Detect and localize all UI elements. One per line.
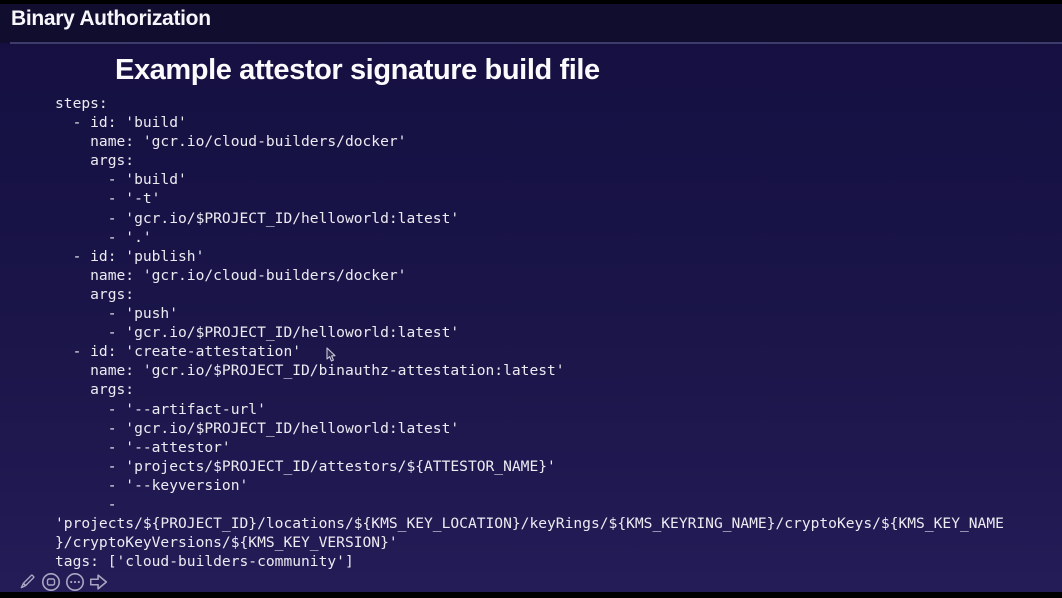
code-line: tags: ['cloud-builders-community'] bbox=[55, 553, 354, 571]
code-line: - '.' bbox=[55, 228, 152, 246]
code-block: steps: - id: 'build' name: 'gcr.io/cloud… bbox=[55, 94, 1004, 571]
code-line: name: 'gcr.io/$PROJECT_ID/binauthz-attes… bbox=[55, 362, 565, 380]
page-title: Binary Authorization bbox=[11, 7, 211, 30]
code-line: 'projects/${PROJECT_ID}/locations/${KMS_… bbox=[55, 515, 1004, 533]
code-line: args: bbox=[55, 152, 135, 170]
code-line: - 'gcr.io/$PROJECT_ID/helloworld:latest' bbox=[55, 419, 460, 437]
code-line: - id: 'build' bbox=[55, 114, 187, 132]
letterbox-bottom bbox=[0, 592, 1062, 598]
code-line: args: bbox=[55, 381, 135, 399]
code-line: - bbox=[55, 495, 117, 513]
code-line: - '--keyversion' bbox=[55, 476, 249, 494]
code-line: steps: bbox=[55, 95, 108, 112]
shape-tool-icon[interactable] bbox=[40, 571, 62, 593]
code-line: - 'gcr.io/$PROJECT_ID/helloworld:latest' bbox=[55, 324, 460, 342]
code-line: - id: 'publish' bbox=[55, 247, 205, 265]
slide-title: Example attestor signature build file bbox=[115, 54, 600, 86]
code-line: - 'build' bbox=[55, 171, 187, 189]
mouse-cursor-icon bbox=[326, 347, 336, 362]
code-line: - '-t' bbox=[55, 190, 161, 208]
next-arrow-icon[interactable] bbox=[88, 571, 110, 593]
more-options-icon[interactable] bbox=[64, 571, 86, 593]
code-line: - id: 'create-attestation' bbox=[55, 343, 302, 361]
code-line: args: bbox=[55, 285, 135, 303]
code-line: name: 'gcr.io/cloud-builders/docker' bbox=[55, 266, 407, 284]
header-band bbox=[0, 0, 1062, 43]
presenter-toolbar bbox=[0, 569, 110, 595]
code-line: - 'projects/$PROJECT_ID/attestors/${ATTE… bbox=[55, 457, 556, 475]
letterbox-top bbox=[0, 0, 1062, 4]
code-line: - '--attestor' bbox=[55, 438, 231, 456]
code-line: - '--artifact-url' bbox=[55, 400, 266, 418]
code-line: name: 'gcr.io/cloud-builders/docker' bbox=[55, 133, 407, 151]
header-divider bbox=[10, 42, 1062, 44]
partial-frame-icon[interactable] bbox=[0, 571, 14, 593]
code-line: - 'gcr.io/$PROJECT_ID/helloworld:latest' bbox=[55, 209, 460, 227]
pen-icon[interactable] bbox=[16, 571, 38, 593]
code-line: - 'push' bbox=[55, 305, 179, 323]
code-line: }/cryptoKeyVersions/${KMS_KEY_VERSION}' bbox=[55, 534, 398, 552]
